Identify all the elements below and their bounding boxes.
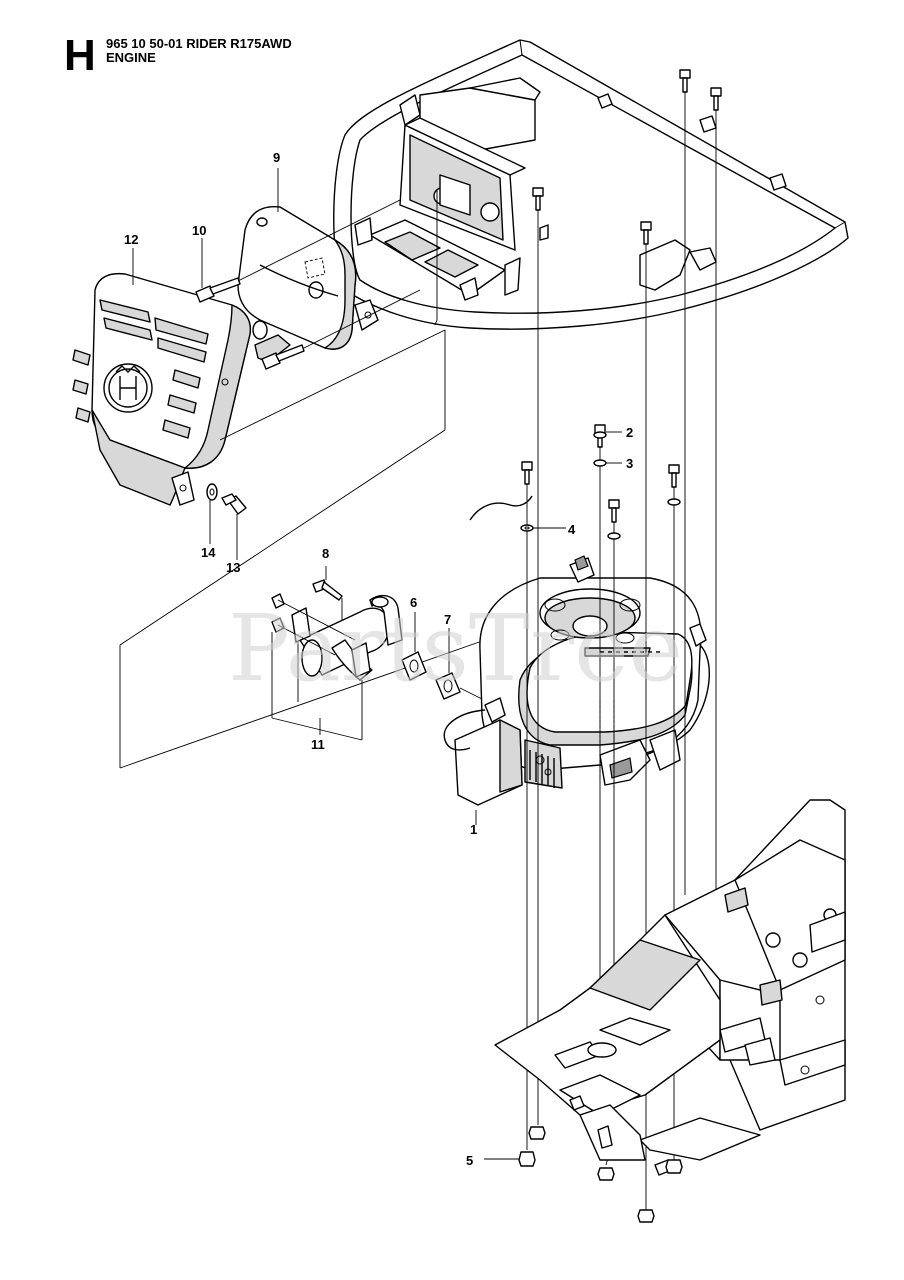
callout-4: 4: [568, 522, 576, 537]
muffler-mounting-bracket: [354, 77, 549, 301]
fuel-line: [469, 495, 533, 521]
part-7-gasket: [435, 672, 461, 700]
part-14-washer: [206, 483, 218, 501]
section-letter: H: [64, 31, 96, 80]
callout-5: 5: [466, 1153, 473, 1168]
callout-7: 7: [444, 612, 451, 627]
section-title: ENGINE: [106, 50, 156, 65]
callout-6: 6: [410, 595, 417, 610]
callout-14: 14: [201, 545, 216, 560]
callout-2: 2: [626, 425, 633, 440]
part-13-bolt: [221, 493, 247, 515]
part-5-nuts: [484, 1126, 683, 1223]
tractor-chassis: [494, 799, 846, 1176]
part-9-muffler: [237, 205, 379, 363]
callout-13: 13: [226, 560, 240, 575]
part-12-muffler-guard: [72, 272, 252, 506]
watermark: PartsTree: [228, 595, 683, 702]
part-6-gasket: [401, 651, 427, 681]
callout-3: 3: [626, 456, 633, 471]
callout-8: 8: [322, 546, 329, 561]
callout-11: 11: [311, 737, 325, 752]
exploded-view-boundary: [119, 190, 486, 769]
callout-9: 9: [273, 150, 280, 165]
part-10-screws: [195, 199, 421, 370]
callout-10: 10: [192, 223, 206, 238]
callout-12: 12: [124, 232, 138, 247]
model-title: 965 10 50-01 RIDER R175AWD: [106, 36, 292, 51]
part-11-exhaust-pipe: [271, 593, 403, 741]
callout-1: 1: [470, 822, 477, 837]
part-8-bolt: [312, 566, 343, 620]
husqvarna-crown-logo: [103, 363, 153, 413]
